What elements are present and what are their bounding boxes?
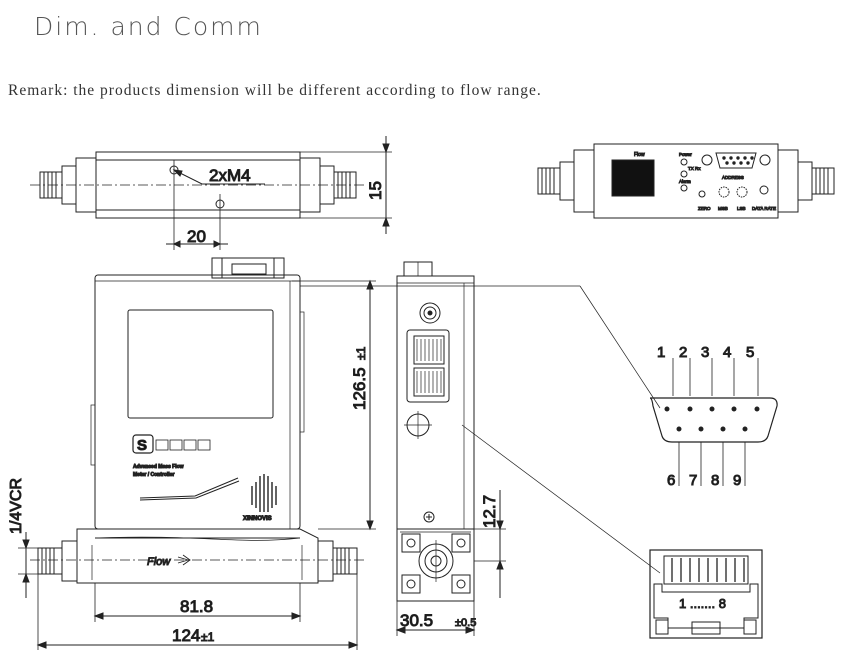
side-width-tol: ±0.5 <box>455 617 476 629</box>
brand-name: XINNOVIS <box>243 516 272 522</box>
rx-label: TX Rx <box>688 166 701 171</box>
side-view: 12.7 30.5 ±0.5 <box>395 261 506 636</box>
zero-label: ZERO <box>698 206 711 211</box>
fitting-dim: 1/4VCR <box>8 478 25 534</box>
address-label: ADDRESS <box>722 175 744 180</box>
thread-label: 2xM4 <box>209 166 251 185</box>
db9-pin-4: 4 <box>723 344 731 361</box>
top-right-view: Flow Power TX Rx Alarm ADDRESS ZERO MSB … <box>537 143 835 219</box>
db9-pin-3: 3 <box>701 344 709 361</box>
db9-pin-7: 7 <box>689 472 697 489</box>
remark-text: Remark: the products dimension will be d… <box>8 82 542 99</box>
tr-flow-text: Flow <box>634 152 645 158</box>
db9-pin-8: 8 <box>711 472 719 489</box>
db9-pin-9: 9 <box>733 472 741 489</box>
spacing-dim: 20 <box>187 227 206 246</box>
height-15-dim: 15 <box>366 181 385 200</box>
height-dim: 126.5 <box>350 367 369 410</box>
overall-width-dim: 124 <box>172 626 200 645</box>
body-width-dim: 81.8 <box>180 597 213 616</box>
page-title: Dim. and Comm <box>34 12 263 41</box>
rj45-pin-label: 1 ....... 8 <box>679 596 726 611</box>
msb-label: MSB <box>718 206 728 211</box>
svg-text:S: S <box>137 437 147 454</box>
front-view: S Advanced Mass Flow Meter / Controller … <box>8 257 376 650</box>
db9-detail: 1 2 3 4 5 6 7 8 9 <box>649 344 778 490</box>
db9-pin-5: 5 <box>746 344 754 361</box>
port-height-dim: 12.7 <box>480 495 499 528</box>
side-width-dim: 30.5 <box>400 611 433 630</box>
db9-pin-1: 1 <box>657 344 665 361</box>
power-label: Power <box>679 152 692 157</box>
db9-pin-2: 2 <box>679 344 687 361</box>
data-rate-label: DATA RATE <box>752 206 776 211</box>
db9-pin-6: 6 <box>667 472 675 489</box>
lsb-label: LSB <box>737 206 746 211</box>
overall-tol: ±1 <box>201 630 215 644</box>
rj45-detail: 1 ....... 8 <box>649 549 763 639</box>
alarm-label: Alarm <box>679 179 691 184</box>
panel-line-1: Advanced Mass Flow <box>133 464 184 470</box>
flow-label: Flow <box>147 556 171 568</box>
panel-line-2: Meter / Controller <box>133 472 174 478</box>
height-tol: ±1 <box>354 346 368 360</box>
top-view: 2xM4 20 15 <box>30 136 392 250</box>
